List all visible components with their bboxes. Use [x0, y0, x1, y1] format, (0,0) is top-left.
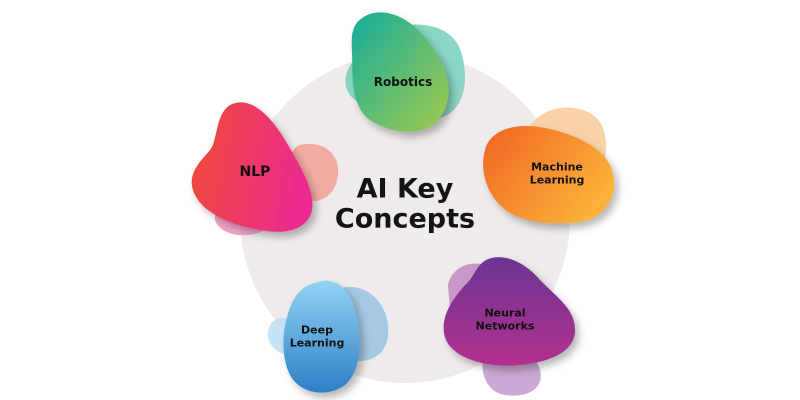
nlp-blob — [191, 102, 339, 236]
machine-learning-label-line2: Learning — [529, 173, 585, 186]
deep-learning-label-line1: Deep — [301, 323, 333, 337]
neural-networks-blob — [443, 257, 575, 396]
neural-networks-label-line1: Neural — [484, 306, 526, 320]
robotics-blob — [345, 12, 466, 132]
deep-learning-blob — [267, 280, 389, 393]
robotics-label-line1: Robotics — [373, 75, 433, 90]
title-line-1: AI Key — [356, 173, 454, 205]
diagram-title: AI Key Concepts — [335, 174, 475, 233]
deep-learning-label-line2: Learning — [289, 336, 345, 349]
title-line-2: Concepts — [334, 203, 476, 234]
nlp-label-line1: NLP — [239, 163, 271, 180]
neural-networks-label: Neural Networks — [476, 307, 535, 332]
deep-learning-label: Deep Learning — [290, 324, 345, 349]
machine-learning-label: Machine Learning — [530, 161, 585, 186]
robotics-label: Robotics — [373, 75, 433, 90]
machine-learning-label-line1: Machine — [531, 160, 583, 174]
machine-learning-blob — [483, 107, 615, 224]
nlp-label: NLP — [240, 164, 271, 180]
neural-networks-label-line2: Networks — [475, 319, 535, 332]
